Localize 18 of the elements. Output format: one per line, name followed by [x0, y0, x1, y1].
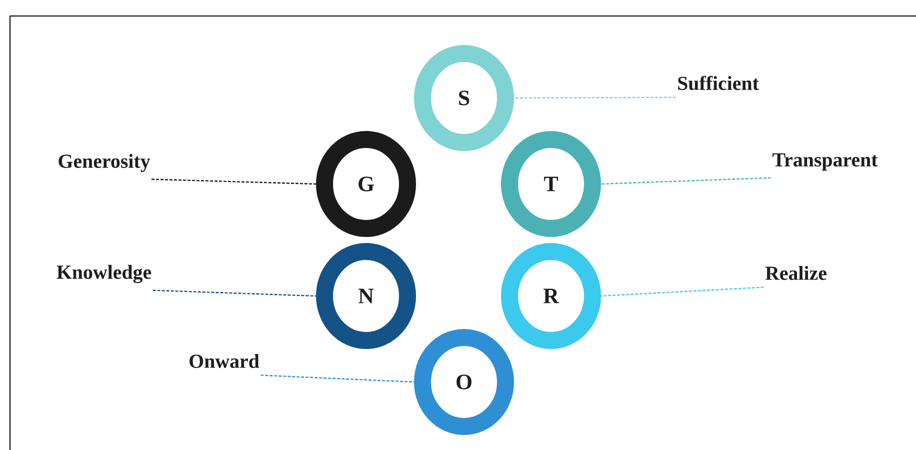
leader-line	[600, 286, 764, 297]
label-text: Sufficient	[678, 76, 759, 90]
letter-ring: R	[501, 243, 601, 349]
leader-line	[600, 177, 772, 185]
label-text: Generosity	[58, 154, 150, 172]
letter-ring: T	[501, 131, 601, 237]
leader-line	[152, 290, 316, 297]
letter-ring: S	[414, 45, 514, 151]
leader-line	[514, 96, 676, 99]
label-text: Transparent	[772, 153, 878, 171]
label-text: Onward	[190, 354, 260, 368]
letter-ring: O	[414, 329, 514, 435]
letter-ring: G	[316, 131, 416, 237]
label-text: Realize	[765, 266, 826, 280]
label-text: Knowledge	[56, 264, 152, 284]
letter-ring: N	[316, 243, 416, 349]
leader-line	[260, 374, 414, 383]
leader-line	[152, 178, 316, 185]
